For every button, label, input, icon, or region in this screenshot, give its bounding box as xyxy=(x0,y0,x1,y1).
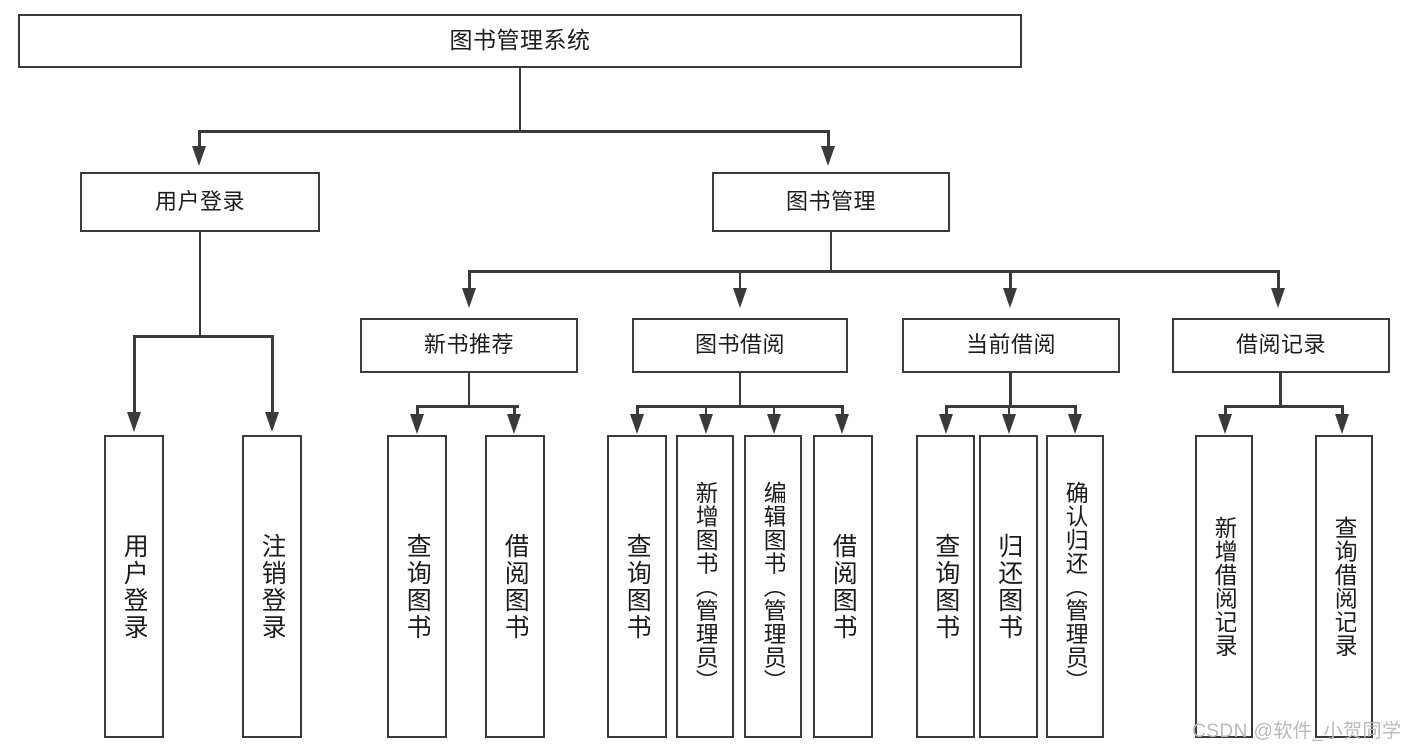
leaf-label: 归还图书 xyxy=(995,532,1022,641)
node-user-login[interactable]: 用户登录 xyxy=(80,172,320,232)
connector-book-borrow-stem xyxy=(738,373,742,407)
connector-root-stem xyxy=(518,68,522,132)
arrow-to-leaf-confirm-return xyxy=(1068,414,1083,434)
arrow-to-book-management xyxy=(821,146,836,166)
connector-current-borrow-drop-2 xyxy=(1007,405,1011,417)
node-label: 当前借阅 xyxy=(965,332,1056,358)
node-current-borrow[interactable]: 当前借阅 xyxy=(902,318,1120,373)
connector-new-book-drop-2 xyxy=(513,405,516,417)
leaf-add-book-admin[interactable]: 新增图书（管理员） xyxy=(676,435,734,738)
leaf-label: 查询图书 xyxy=(623,532,651,641)
leaf-borrow-book-borrow[interactable]: 借阅图书 xyxy=(813,435,873,738)
arrow-to-leaf-borrow-book-1 xyxy=(507,414,522,434)
leaf-return-book[interactable]: 归还图书 xyxy=(979,435,1038,738)
leaf-label: 查询图书 xyxy=(932,532,959,641)
leaf-label: 借阅图书 xyxy=(501,532,529,641)
leaf-query-book-current[interactable]: 查询图书 xyxy=(916,435,975,738)
arrow-to-leaf-query-book-2 xyxy=(629,414,644,434)
arrow-to-leaf-user-login xyxy=(126,412,141,432)
leaf-label: 注销登录 xyxy=(258,532,286,641)
connector-root-bus xyxy=(198,130,830,133)
leaf-borrow-book-recommend[interactable]: 借阅图书 xyxy=(485,435,545,738)
arrow-to-current-borrow xyxy=(1003,288,1018,308)
leaf-query-borrow-record[interactable]: 查询借阅记录 xyxy=(1315,435,1373,738)
connector-book-borrow-bus xyxy=(636,405,843,408)
arrow-to-leaf-add-book xyxy=(698,414,713,434)
connector-user-login-drop-1 xyxy=(133,335,136,415)
connector-current-borrow-bus xyxy=(945,405,1076,408)
connector-borrow-record-drop-1 xyxy=(1224,405,1227,417)
node-new-book-recommend[interactable]: 新书推荐 xyxy=(360,318,578,373)
node-label: 用户登录 xyxy=(154,188,245,214)
arrow-to-leaf-return-book xyxy=(1001,414,1016,434)
node-label: 借阅记录 xyxy=(1235,332,1326,358)
connector-level2-bus xyxy=(468,270,1280,273)
connector-book-management-stem xyxy=(829,232,833,272)
node-book-management[interactable]: 图书管理 xyxy=(712,172,950,232)
leaf-confirm-return-admin[interactable]: 确认归还（管理员） xyxy=(1046,435,1104,738)
connector-level2-drop-2 xyxy=(738,270,742,292)
leaf-label: 新增借阅记录 xyxy=(1211,516,1237,657)
connector-borrow-record-drop-2 xyxy=(1341,405,1344,417)
leaf-label: 查询图书 xyxy=(403,532,431,641)
connector-current-borrow-stem xyxy=(1009,373,1012,407)
leaf-label: 借阅图书 xyxy=(829,532,857,641)
node-root-book-management-system[interactable]: 图书管理系统 xyxy=(18,14,1022,68)
arrow-to-leaf-query-record xyxy=(1335,414,1350,434)
leaf-query-book-recommend[interactable]: 查询图书 xyxy=(387,435,447,738)
arrow-to-leaf-edit-book xyxy=(766,414,781,434)
watermark-csdn: CSDN @软件_小贺同学 xyxy=(1192,721,1402,742)
arrow-to-leaf-borrow-book-2 xyxy=(835,414,850,434)
arrow-to-leaf-query-book-1 xyxy=(409,414,424,434)
leaf-label: 查询借阅记录 xyxy=(1331,516,1357,657)
node-label: 图书借阅 xyxy=(694,332,785,358)
arrow-to-leaf-logout xyxy=(265,412,280,432)
arrow-to-leaf-add-record xyxy=(1217,414,1232,434)
connector-user-login-bus xyxy=(133,335,272,338)
connector-book-borrow-drop-2 xyxy=(704,405,708,417)
leaf-query-book-borrow[interactable]: 查询图书 xyxy=(607,435,667,738)
arrow-to-leaf-query-book-3 xyxy=(938,414,953,434)
connector-new-book-drop-1 xyxy=(416,405,419,417)
connector-book-borrow-drop-3 xyxy=(772,405,776,417)
arrow-to-user-login xyxy=(191,146,206,166)
connector-book-borrow-drop-4 xyxy=(841,405,844,417)
connector-new-book-bus xyxy=(416,405,519,408)
connector-book-borrow-drop-1 xyxy=(636,405,639,417)
connector-level2-drop-3 xyxy=(1009,270,1012,292)
connector-current-borrow-drop-3 xyxy=(1074,405,1077,417)
node-borrow-record[interactable]: 借阅记录 xyxy=(1172,318,1390,373)
leaf-add-borrow-record[interactable]: 新增借阅记录 xyxy=(1195,435,1253,738)
arrow-to-borrow-record xyxy=(1271,288,1286,308)
leaf-label: 编辑图书（管理员） xyxy=(760,480,786,693)
connector-root-drop-right xyxy=(827,130,830,150)
connector-borrow-record-stem xyxy=(1279,373,1282,407)
arrow-to-new-book-recommend xyxy=(461,288,476,308)
arrow-to-book-borrow xyxy=(732,288,747,308)
leaf-label: 用户登录 xyxy=(120,532,148,641)
leaf-logout[interactable]: 注销登录 xyxy=(242,435,302,738)
node-label: 图书管理 xyxy=(785,188,876,214)
connector-new-book-stem xyxy=(467,373,471,407)
leaf-label: 新增图书（管理员） xyxy=(692,480,718,693)
connector-current-borrow-drop-1 xyxy=(945,405,948,417)
connector-borrow-record-bus xyxy=(1224,405,1343,408)
node-book-borrow[interactable]: 图书借阅 xyxy=(632,318,848,373)
node-label: 新书推荐 xyxy=(423,332,514,358)
connector-user-login-drop-2 xyxy=(271,335,274,415)
connector-level2-drop-4 xyxy=(1277,270,1280,292)
leaf-edit-book-admin[interactable]: 编辑图书（管理员） xyxy=(744,435,802,738)
connector-user-login-stem xyxy=(198,232,202,337)
leaf-label: 确认归还（管理员） xyxy=(1062,480,1088,693)
connector-level2-drop-1 xyxy=(468,270,471,292)
node-label: 图书管理系统 xyxy=(449,27,591,54)
connector-root-drop-left xyxy=(198,130,201,150)
leaf-user-login[interactable]: 用户登录 xyxy=(104,435,164,738)
